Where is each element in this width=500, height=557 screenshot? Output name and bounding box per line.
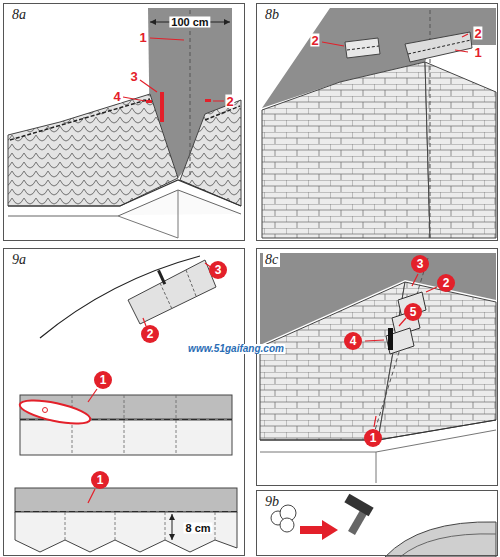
callout-number: 1 <box>364 429 382 447</box>
dimension: 8 cm <box>183 523 212 534</box>
panel-8a-art-part <box>8 94 178 206</box>
panel-9a-art <box>15 256 237 552</box>
panel-title: 9a <box>10 252 28 267</box>
panel-8a-art-part <box>146 100 152 103</box>
panel-9a-art-part <box>43 408 48 413</box>
callout-number: 1 <box>91 471 109 489</box>
panel-9a-art-part <box>157 270 166 285</box>
panel-9a-art-part <box>65 512 215 540</box>
watermark: www.51gaifang.com <box>187 344 285 354</box>
panel-8a-art-part <box>160 92 164 122</box>
panel-title: 8a <box>10 7 28 22</box>
panel-8a-art-part <box>118 190 178 238</box>
panel-8c-art-part <box>372 258 428 440</box>
callout-number: 2 <box>310 34 319 47</box>
callout-number: 1 <box>473 46 482 59</box>
panel-8a-art-part <box>205 99 211 102</box>
panel-8b-art-part <box>425 62 496 238</box>
callout-number: 3 <box>129 70 138 83</box>
panel-8b-art-part <box>262 62 430 238</box>
panel-8c-art-part <box>376 452 377 483</box>
panel-9a-art-part <box>160 270 196 309</box>
panel-8c-art-part <box>386 328 414 354</box>
panel-8a-art <box>8 8 241 238</box>
callout-number: 4 <box>112 90 121 103</box>
figure-panel: 9a <box>3 248 245 556</box>
panel-8b-art-part <box>345 38 380 58</box>
panel-9a-art-part <box>18 396 92 429</box>
panel-9a-art-part <box>169 514 175 540</box>
panel-8b-art-part <box>322 34 468 52</box>
panel-9b-art-part <box>280 518 294 532</box>
panel-title: 8c <box>263 252 280 267</box>
panel-8a-art-part <box>180 100 241 206</box>
panel-9a-art-part <box>128 260 216 324</box>
panel-title: 8b <box>263 7 281 22</box>
panel-8a-art-part <box>123 38 224 101</box>
panel-9a-art-part <box>88 489 95 503</box>
callout-number: 4 <box>344 332 362 350</box>
panel-8b-art-part <box>347 46 379 50</box>
panel-8c-art-part <box>365 274 437 427</box>
panel-9a-art-part <box>20 420 232 455</box>
figure-panel: 8c <box>256 248 498 486</box>
panel-8c-art <box>260 253 496 483</box>
callout-number: 2 <box>437 274 455 292</box>
callout-number: 3 <box>411 255 429 273</box>
panel-9a-art-part <box>72 395 176 455</box>
callout-number: 1 <box>94 371 112 389</box>
callout-number: 1 <box>138 31 147 44</box>
panel-9b-art-part <box>400 534 496 557</box>
panel-9b-art-part <box>385 522 496 557</box>
callout-number: 2 <box>473 27 482 40</box>
panel-8b-art <box>262 8 496 238</box>
figure-panel: 8b <box>256 3 498 241</box>
panel-title: 9b <box>263 494 281 509</box>
callout-number: 2 <box>225 95 234 108</box>
dimension: 100 cm <box>169 17 210 28</box>
panel-9b-art-part <box>344 494 373 517</box>
panel-8a-art-part <box>10 99 150 140</box>
panel-9b-art-part <box>300 520 338 540</box>
callout-number: 5 <box>404 303 422 321</box>
callout-number: 3 <box>209 261 227 279</box>
callout-number: 2 <box>141 325 159 343</box>
panel-9a-art-part <box>143 263 212 326</box>
panel-9a-art-part <box>88 389 97 402</box>
panel-8a-art-part <box>8 190 241 216</box>
panel-8c-art-part <box>260 430 496 452</box>
panel-9a-art-part <box>15 512 237 552</box>
panel-8a-art-part <box>190 10 191 175</box>
panel-8c-art-part <box>378 282 496 440</box>
panel-8c-art-part <box>388 328 393 350</box>
panel-8b-art-part <box>408 40 471 54</box>
figure-panel: 9b <box>256 490 498 556</box>
panel-9b-art <box>271 494 496 557</box>
figure-panel: 8a <box>3 3 245 241</box>
panel-8a-art-part <box>205 106 240 120</box>
panel-9a-art-part <box>15 488 237 512</box>
